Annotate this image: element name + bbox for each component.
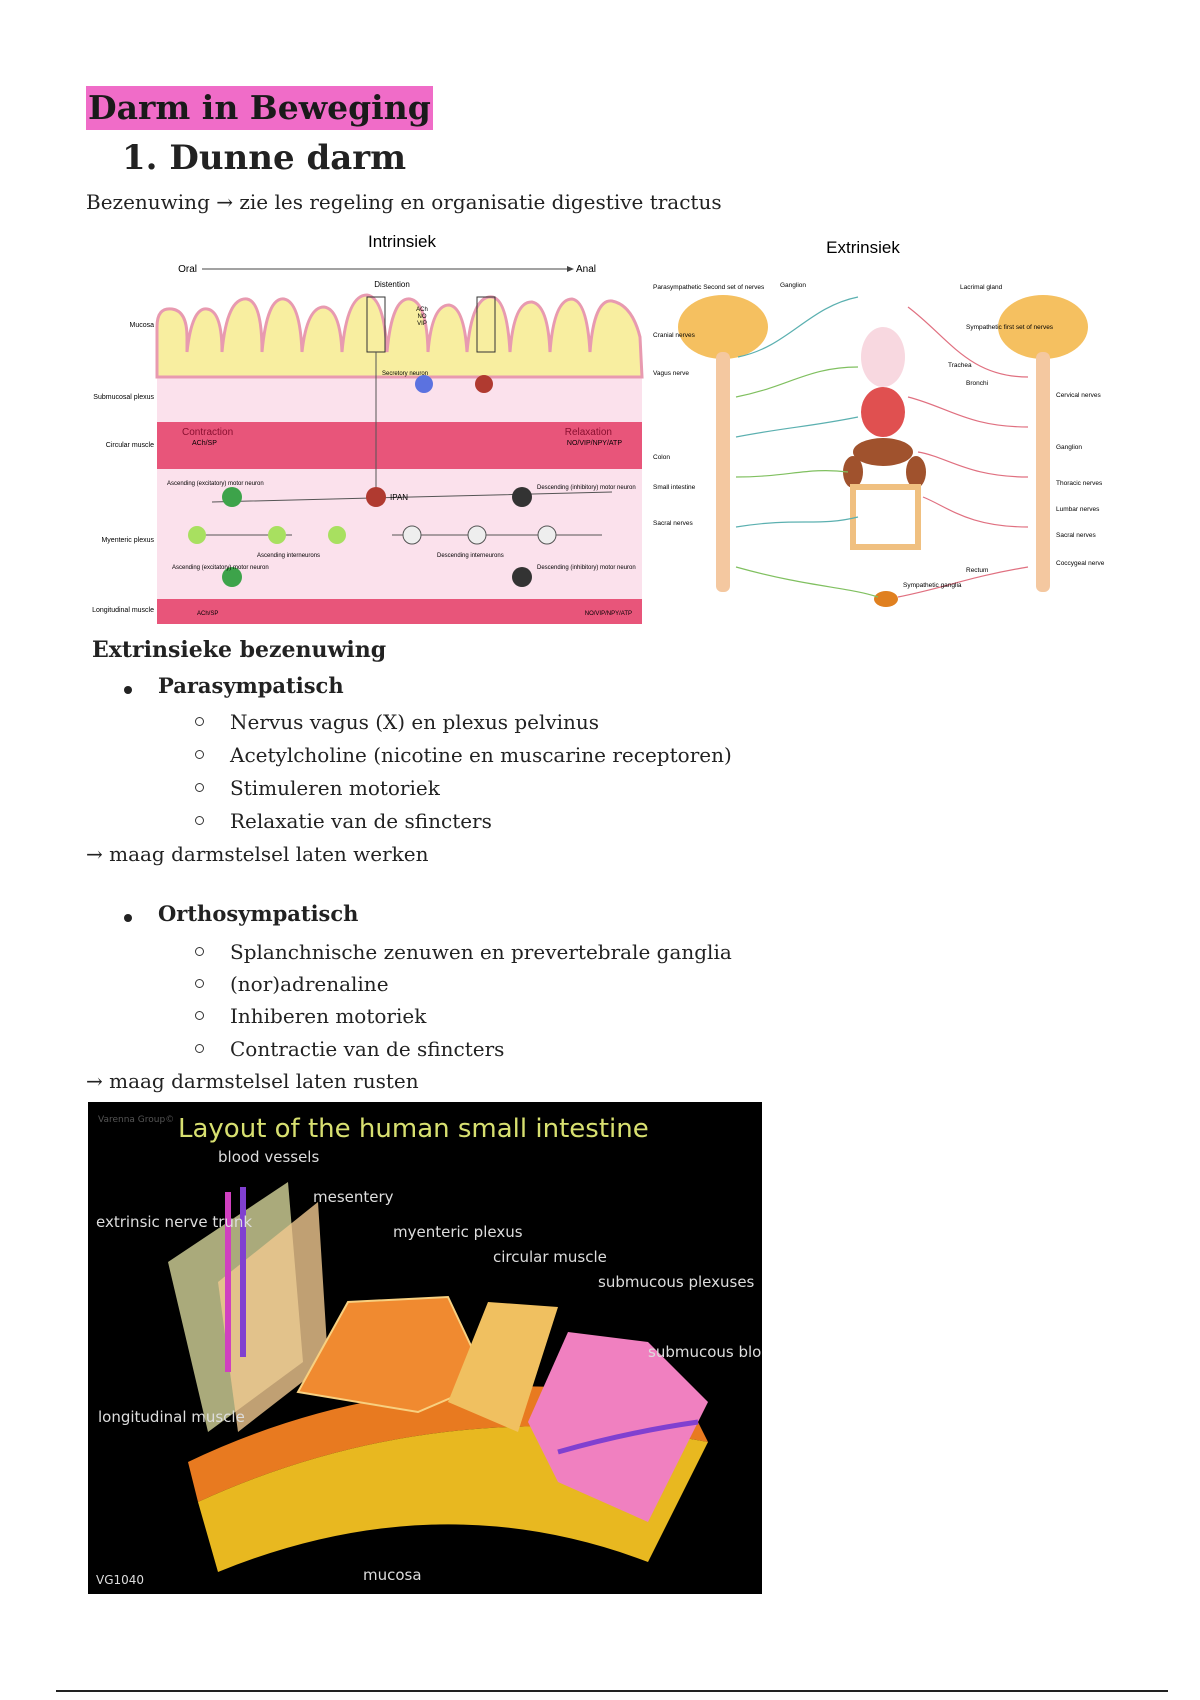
svg-text:mesentery: mesentery xyxy=(313,1188,394,1206)
svg-text:Ganglion: Ganglion xyxy=(780,282,806,289)
svg-text:Rectum: Rectum xyxy=(966,567,988,574)
page-title: Darm in Beweging xyxy=(86,86,433,130)
svg-text:VIP: VIP xyxy=(417,321,427,327)
page-divider xyxy=(56,1690,1168,1692)
svg-text:Submucosal plexus: Submucosal plexus xyxy=(93,394,154,401)
sub-bullet-icon xyxy=(195,750,204,759)
group-label: Parasympatisch xyxy=(158,673,344,698)
bullet-icon xyxy=(124,686,132,694)
svg-text:Secretory neuron: Secretory neuron xyxy=(382,371,428,377)
svg-text:submucous plexuses: submucous plexuses xyxy=(598,1273,755,1291)
svg-text:Colon: Colon xyxy=(653,454,670,461)
list-item: Nervus vagus (X) en plexus pelvinus xyxy=(230,710,600,734)
list-item: Contractie van de sfincters xyxy=(230,1037,505,1061)
sub-bullet-icon xyxy=(195,783,204,792)
circular-muscle-layer xyxy=(157,422,642,469)
section-heading: 1. Dunne darm xyxy=(122,138,407,178)
svg-text:Ganglion: Ganglion xyxy=(1056,444,1082,451)
list-item: Stimuleren motoriek xyxy=(230,776,440,800)
oral-label: Oral xyxy=(178,264,197,275)
svg-text:Sacral nerves: Sacral nerves xyxy=(1056,532,1096,539)
small-intestine-figure: Layout of the human small intestine Vare… xyxy=(88,1102,762,1594)
neuron-icons xyxy=(188,375,557,587)
svg-text:Ascending (excitatory) motor n: Ascending (excitatory) motor neuron xyxy=(167,481,264,487)
svg-text:extrinsic nerve trunk: extrinsic nerve trunk xyxy=(96,1213,252,1231)
anal-label: Anal xyxy=(576,264,596,275)
submucosal-layer xyxy=(157,377,642,422)
sub-bullet-icon xyxy=(195,717,204,726)
svg-text:Contraction: Contraction xyxy=(182,427,233,438)
svg-text:mucosa: mucosa xyxy=(363,1566,422,1584)
svg-text:Small intestine: Small intestine xyxy=(653,484,696,491)
svg-text:Circular muscle: Circular muscle xyxy=(106,442,154,449)
brain-left xyxy=(678,295,768,359)
svg-text:Lacrimal gland: Lacrimal gland xyxy=(960,284,1003,291)
svg-text:Vagus nerve: Vagus nerve xyxy=(653,370,689,377)
sub-bullet-icon xyxy=(195,979,204,988)
extrinsic-diagram: Extrinsiek Parasympathetic Second set of… xyxy=(653,238,1105,607)
svg-text:Descending (inhibitory) motor: Descending (inhibitory) motor neuron xyxy=(537,485,636,491)
svg-text:NO/VIP/NPY/ATP: NO/VIP/NPY/ATP xyxy=(567,440,622,447)
watermark: Varenna Group© xyxy=(98,1115,174,1125)
intro-text: Bezenuwing → zie les regeling en organis… xyxy=(86,190,722,214)
svg-text:myenteric plexus: myenteric plexus xyxy=(393,1223,523,1241)
svg-text:NO/VIP/NPY/ATP: NO/VIP/NPY/ATP xyxy=(585,611,632,617)
sub-bullet-icon xyxy=(195,816,204,825)
svg-text:Trachea: Trachea xyxy=(948,362,972,369)
svg-text:Mucosa: Mucosa xyxy=(129,322,154,329)
svg-text:Descending interneurons: Descending interneurons xyxy=(437,553,504,559)
list-item: Splanchnische zenuwen en prevertebrale g… xyxy=(230,940,732,964)
svg-text:circular muscle: circular muscle xyxy=(493,1248,607,1266)
svg-text:VG1040: VG1040 xyxy=(96,1573,144,1587)
svg-text:Cranial nerves: Cranial nerves xyxy=(653,332,696,339)
sub-bullet-icon xyxy=(195,947,204,956)
figure-title: Layout of the human small intestine xyxy=(178,1114,649,1144)
svg-text:Ascending interneurons: Ascending interneurons xyxy=(257,553,320,559)
svg-text:Sacral nerves: Sacral nerves xyxy=(653,520,693,527)
svg-text:Relaxation: Relaxation xyxy=(565,427,612,438)
list-item: Acetylcholine (nicotine en muscarine rec… xyxy=(230,743,732,767)
list-item: (nor)adrenaline xyxy=(230,972,389,996)
svg-text:Thoracic nerves: Thoracic nerves xyxy=(1056,480,1103,487)
svg-text:Sympathetic first set of nerve: Sympathetic first set of nerves xyxy=(966,324,1054,331)
svg-text:ACh/SP: ACh/SP xyxy=(192,440,217,447)
list-item: Relaxatie van de sfincters xyxy=(230,809,492,833)
distention-label: Distention xyxy=(374,280,410,289)
svg-text:Myenteric plexus: Myenteric plexus xyxy=(101,537,154,544)
group-note: → maag darmstelsel laten rusten xyxy=(86,1069,419,1093)
sub-bullet-icon xyxy=(195,1011,204,1020)
svg-text:blood vessels: blood vessels xyxy=(218,1148,319,1166)
svg-text:IPAN: IPAN xyxy=(390,493,408,502)
svg-text:Descending (inhibitory) motor: Descending (inhibitory) motor neuron xyxy=(537,565,636,571)
longitudinal-muscle-layer xyxy=(157,599,642,624)
extrinsic-heading: Extrinsieke bezenuwing xyxy=(92,637,387,663)
svg-text:ACh/SP: ACh/SP xyxy=(197,611,218,617)
svg-text:longitudinal muscle: longitudinal muscle xyxy=(98,1408,245,1426)
svg-text:Bronchi: Bronchi xyxy=(966,380,988,387)
extrinsic-title: Extrinsiek xyxy=(826,238,900,257)
mucosa-villi xyxy=(155,293,644,379)
list-item: Inhiberen motoriek xyxy=(230,1004,427,1028)
svg-text:Sympathetic ganglia: Sympathetic ganglia xyxy=(903,582,962,589)
svg-text:submucous blood vessels: submucous blood vessels xyxy=(648,1343,762,1361)
group-label: Orthosympatisch xyxy=(158,901,359,926)
svg-text:Longitudinal muscle: Longitudinal muscle xyxy=(92,607,154,614)
svg-text:Cervical nerves: Cervical nerves xyxy=(1056,392,1102,399)
svg-text:NO: NO xyxy=(418,314,427,320)
intrinsic-title: Intrinsiek xyxy=(368,232,437,251)
svg-text:Parasympathetic Second set of: Parasympathetic Second set of nerves xyxy=(653,284,765,291)
group-note: → maag darmstelsel laten werken xyxy=(86,842,429,866)
sub-bullet-icon xyxy=(195,1044,204,1053)
intrinsic-diagram: Intrinsiek Oral Anal Distention ACh NO V… xyxy=(92,232,644,624)
brain-right xyxy=(998,295,1088,359)
svg-text:Ascending (excitatory) motor n: Ascending (excitatory) motor neuron xyxy=(172,565,269,571)
svg-text:ACh: ACh xyxy=(416,307,428,313)
svg-text:Coccygeal nerve: Coccygeal nerve xyxy=(1056,560,1105,567)
svg-text:Lumbar nerves: Lumbar nerves xyxy=(1056,506,1100,513)
bullet-icon xyxy=(124,914,132,922)
